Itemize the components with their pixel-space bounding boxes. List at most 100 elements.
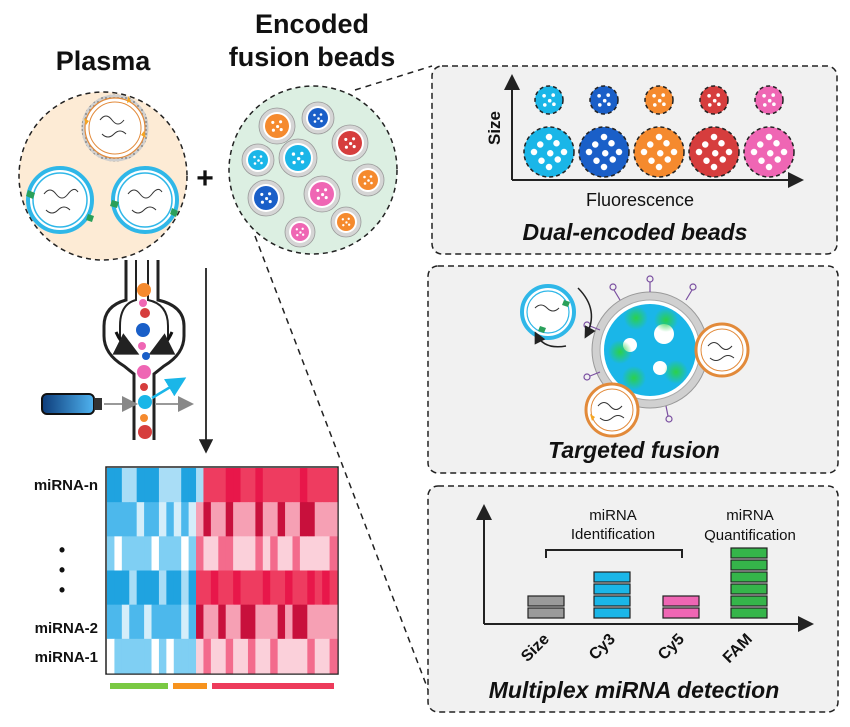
heatmap-cell [129, 502, 138, 537]
heatmap-cell [314, 468, 323, 503]
heatmap-cell [307, 638, 316, 674]
heatmap-cell [107, 638, 115, 674]
heatmap-cell [292, 638, 301, 674]
heatmap-cell [255, 570, 264, 606]
fusion-bead-0 [258, 107, 296, 145]
heatmap-cell [225, 604, 234, 640]
heatmap-cell [203, 536, 212, 571]
heatmap-cell [173, 536, 182, 571]
heatmap-cell [285, 468, 293, 503]
heatmap-cell [247, 570, 256, 606]
heatmap-cell [188, 638, 197, 674]
heatmap-cell [144, 638, 153, 674]
large-bead-1 [578, 126, 630, 178]
heatmap [105, 466, 339, 689]
heatmap-cell [203, 604, 212, 640]
heatmap-cell [292, 536, 301, 571]
dot-3: • [59, 580, 65, 600]
panel-dual-encoded-beads: Size Fluorescence Dual-encoded beads [431, 65, 838, 255]
heatmap-cell [158, 502, 167, 537]
heatmap-cell [136, 604, 145, 640]
beads-title-line1: Encoded [255, 9, 369, 39]
heatmap-cell [151, 502, 160, 537]
heatmap-cell [188, 468, 197, 503]
fusion-bead-1 [301, 101, 335, 135]
heatmap-cell [322, 536, 331, 571]
heatmap-cell [307, 570, 316, 606]
heatmap-cell [314, 570, 323, 606]
group-bar-green [110, 683, 168, 689]
heatmap-cell [173, 638, 182, 674]
row-label-2: miRNA-2 [35, 620, 98, 637]
heatmap-cell [270, 536, 279, 571]
heatmap-cell [114, 536, 123, 571]
heatmap-cell [314, 604, 323, 640]
heatmap-cell [173, 502, 182, 537]
heatmap-cell [292, 604, 301, 640]
heatmap-cell [299, 570, 308, 606]
heatmap-cell [210, 502, 219, 537]
fusion-bead-5 [351, 163, 385, 197]
fusion-bead-3 [241, 143, 275, 177]
large-bead-3 [688, 126, 740, 178]
heatmap-cell [129, 570, 138, 606]
heatmap-cell [218, 638, 227, 674]
heatmap-cell [299, 536, 308, 571]
heatmap-cell [121, 468, 130, 503]
dot-1: • [59, 540, 65, 560]
heatmap-cell [285, 502, 293, 537]
heatmap-cell [225, 502, 234, 537]
heatmap-cell [218, 536, 227, 571]
panel1-title: Dual-encoded beads [523, 219, 748, 245]
panel2-title: Targeted fusion [548, 437, 720, 463]
heatmap-cell [114, 638, 123, 674]
signal-bar-fam [730, 547, 768, 619]
heatmap-cell [314, 502, 323, 537]
heatmap-cell [255, 468, 264, 503]
heatmap-cell [173, 570, 182, 606]
heatmap-cell [233, 468, 242, 503]
heatmap-cell [322, 638, 331, 674]
heatmap-cell [262, 638, 271, 674]
heatmap-cell [322, 468, 331, 503]
heatmap-cell [247, 502, 256, 537]
heatmap-cell [166, 638, 175, 674]
heatmap-cell [173, 468, 182, 503]
heatmap-cell [307, 502, 316, 537]
heatmap-cell [299, 468, 308, 503]
heatmap-cell [196, 502, 204, 537]
heatmap-cell [277, 638, 286, 674]
heatmap-cell [329, 468, 338, 503]
row-label-n: miRNA-n [34, 477, 98, 494]
heatmap-cell [299, 604, 308, 640]
heatmap-cell [270, 638, 279, 674]
heatmap-cell [247, 468, 256, 503]
heatmap-cell [144, 570, 153, 606]
heatmap-cell [225, 536, 234, 571]
heatmap-cell [277, 502, 286, 537]
heatmap-cell [285, 570, 293, 606]
heatmap-cell [233, 536, 242, 571]
heatmap-cell [166, 570, 175, 606]
heatmap-cell [107, 536, 115, 571]
heatmap-cell [307, 536, 316, 571]
fusion-bead-4 [278, 138, 318, 178]
dot-2: • [59, 560, 65, 580]
heatmap-cell [144, 536, 153, 571]
heatmap-cell [233, 570, 242, 606]
heatmap-cell [329, 536, 338, 571]
heatmap-cell [270, 570, 279, 606]
heatmap-cell [114, 468, 123, 503]
heatmap-cell [151, 604, 160, 640]
heatmap-cell [129, 638, 138, 674]
small-bead-0 [534, 85, 564, 115]
heatmap-cell [136, 468, 145, 503]
heatmap-cell [329, 570, 338, 606]
heatmap-cell [307, 468, 316, 503]
heatmap-cell [218, 604, 227, 640]
heatmap-cell [322, 502, 331, 537]
heatmap-cell [114, 502, 123, 537]
heatmap-cell [307, 604, 316, 640]
heatmap-cell [107, 604, 115, 640]
